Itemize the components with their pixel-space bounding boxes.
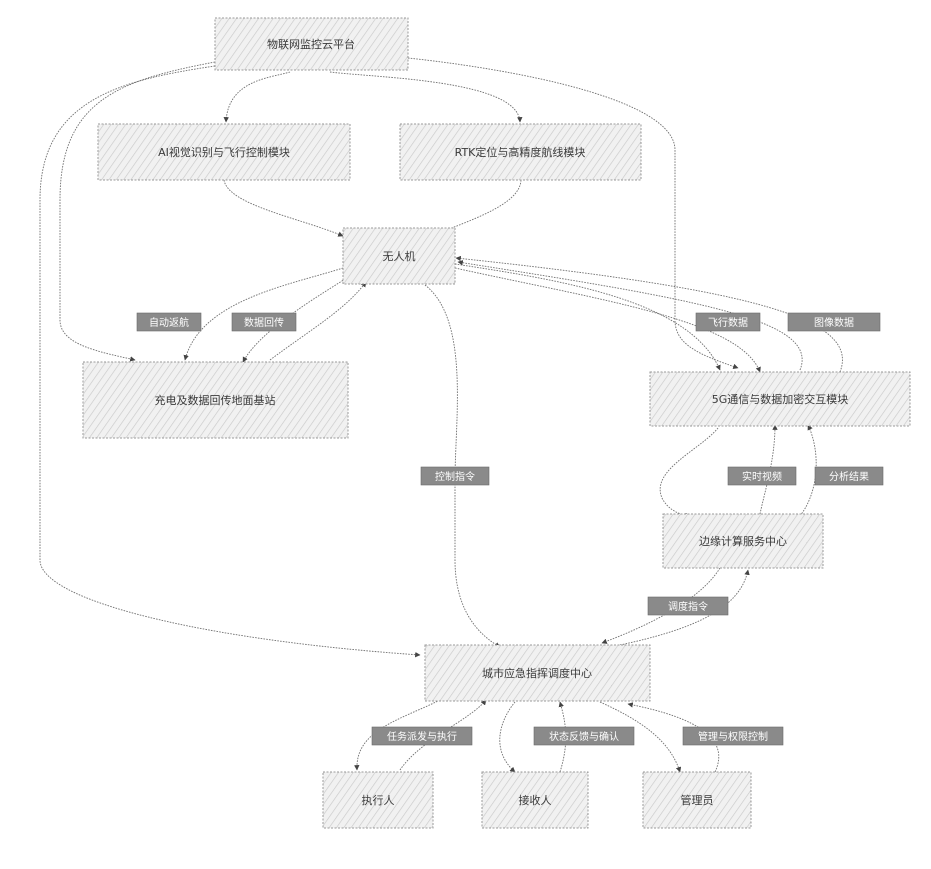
edge-label-task-assign: 任务派发与执行: [372, 727, 472, 745]
edge-label-auto-return: 自动返航: [137, 313, 201, 331]
edge-label-control-cmd-text: 控制指令: [435, 470, 475, 483]
edge-label-flight-data-text: 飞行数据: [708, 316, 748, 329]
edge-label-data-upload: 数据回传: [232, 313, 296, 331]
edge-label-analysis-result: 分析结果: [815, 467, 883, 485]
node-rtk-module-label: RTK定位与高精度航线模块: [455, 145, 586, 159]
edge-platform-ai: [226, 72, 290, 122]
edge-drone-gimbal-1: [455, 264, 720, 370]
node-person-executor-label: 执行人: [362, 793, 395, 807]
edge-drone-command: [425, 285, 500, 647]
node-person-executor[interactable]: 执行人: [323, 772, 433, 828]
edge-label-image-data-text: 图像数据: [814, 316, 854, 329]
node-platform[interactable]: 物联网监控云平台: [215, 18, 408, 70]
edge-label-management-cmd-text: 管理与权限控制: [698, 730, 768, 743]
edge-label-control-cmd: 控制指令: [421, 467, 489, 485]
node-command-center-label: 城市应急指挥调度中心: [482, 666, 592, 680]
edge-label-auto-return-text: 自动返航: [149, 316, 189, 329]
edge-label-realtime-video: 实时视频: [728, 467, 796, 485]
edge-label-data-upload-text: 数据回传: [244, 316, 284, 329]
node-drone-label: 无人机: [383, 249, 416, 263]
edge-label-realtime-video-text: 实时视频: [742, 470, 782, 483]
node-person-receiver[interactable]: 接收人: [482, 772, 588, 828]
edge-platform-gimbal: [408, 58, 738, 368]
nodes: 物联网监控云平台 AI视觉识别与飞行控制模块 RTK定位与高精度航线模块 无人机…: [83, 18, 910, 828]
node-rtk-module[interactable]: RTK定位与高精度航线模块: [400, 124, 641, 180]
node-command-center[interactable]: 城市应急指挥调度中心: [425, 645, 650, 701]
node-gimbal-module[interactable]: 5G通信与数据加密交互模块: [650, 372, 910, 426]
node-person-admin-label: 管理员: [681, 793, 714, 807]
node-ai-module-label: AI视觉识别与飞行控制模块: [158, 145, 290, 159]
edge-label-analysis-result-text: 分析结果: [829, 470, 869, 483]
edge-command-person2: [500, 702, 515, 772]
node-person-admin[interactable]: 管理员: [643, 772, 751, 828]
node-person-receiver-label: 接收人: [519, 793, 552, 807]
edge-label-status-feedback-text: 状态反馈与确认: [549, 730, 619, 743]
node-ai-module[interactable]: AI视觉识别与飞行控制模块: [98, 124, 350, 180]
node-platform-label: 物联网监控云平台: [267, 37, 355, 51]
edge-edge-gimbal-2: [800, 425, 816, 516]
edge-platform-rtk: [330, 72, 520, 122]
edge-label-management-cmd: 管理与权限控制: [683, 727, 783, 745]
node-charging-station[interactable]: 充电及数据回传地面基站: [83, 362, 348, 438]
node-gimbal-module-label: 5G通信与数据加密交互模块: [712, 392, 849, 406]
node-edge-server[interactable]: 边缘计算服务中心: [663, 514, 823, 568]
edge-gimbal-edge: [660, 428, 718, 516]
edge-label-dispatch-cmd-text: 调度指令: [668, 600, 708, 613]
edge-label-task-assign-text: 任务派发与执行: [387, 730, 457, 743]
node-edge-server-label: 边缘计算服务中心: [699, 534, 787, 548]
edge-label-image-data: 图像数据: [788, 313, 880, 331]
edge-gimbal-drone-2: [456, 258, 842, 372]
edge-label-flight-data: 飞行数据: [696, 313, 760, 331]
edge-label-status-feedback: 状态反馈与确认: [534, 727, 634, 745]
edge-ai-drone: [224, 180, 343, 236]
edge-label-dispatch-cmd: 调度指令: [648, 597, 728, 615]
node-charging-station-label: 充电及数据回传地面基站: [155, 393, 276, 407]
node-drone[interactable]: 无人机: [343, 228, 455, 284]
